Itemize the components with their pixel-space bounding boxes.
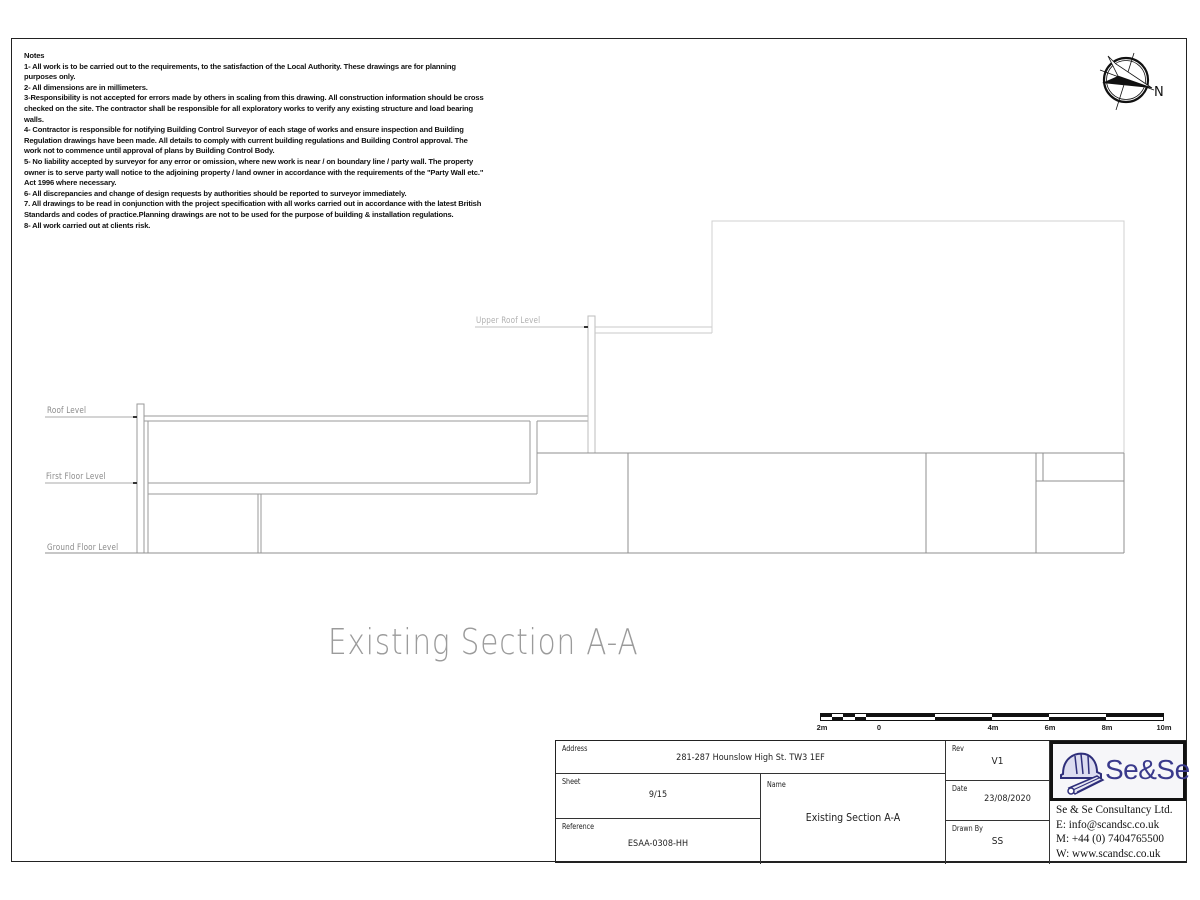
compass-north-label: N	[1154, 85, 1164, 100]
note-line: Act 1996 where necessary.	[24, 178, 117, 188]
address-value: 281-287 Hounslow High St. TW3 1EF	[676, 753, 825, 763]
date-value: 23/08/2020	[984, 794, 1031, 804]
address-cell: Address 281-287 Hounslow High St. TW3 1E…	[556, 741, 946, 774]
note-line: owner is to serve party wall notice to t…	[24, 167, 484, 177]
notes-heading: Notes	[24, 51, 45, 60]
sheet-border	[11, 38, 1187, 862]
drawn-by-value: SS	[991, 836, 1004, 847]
note-line: 3-Responsibility is not accepted for err…	[24, 93, 484, 103]
name-label: Name	[767, 780, 786, 789]
sheet-label: Sheet	[562, 777, 581, 786]
sheet-cell: Sheet 9/15	[556, 774, 761, 819]
company-details: Se & Se Consultancy Ltd. E: info@scandsc…	[1056, 803, 1188, 861]
reference-value: ESAA-0308-HH	[627, 839, 689, 849]
note-line: 2- All dimensions are in millimeters.	[24, 82, 148, 92]
ground-floor-level-label: Ground Floor Level	[47, 543, 119, 553]
title-block: Address 281-287 Hounslow High St. TW3 1E…	[555, 740, 1190, 864]
scale-bar	[820, 713, 1164, 721]
sheet-value: 9/15	[648, 790, 668, 800]
hard-hat-blueprint-icon	[1060, 752, 1105, 795]
scale-label-6m: 6m	[1044, 723, 1056, 732]
scale-label-10m: 10m	[1156, 723, 1172, 732]
upper-roof-level-label: Upper Roof Level	[476, 316, 541, 326]
drawing-title: Existing Section A-A	[328, 622, 639, 663]
reference-cell: Reference ESAA-0308-HH	[556, 819, 761, 864]
rev-cell: Rev V1	[946, 741, 1050, 781]
name-value: Existing Section A-A	[805, 812, 901, 824]
drawn-by-label: Drawn By	[952, 824, 983, 833]
note-line: 5- No liability accepted by surveyor for…	[24, 156, 474, 166]
company-mobile: M: +44 (0) 7404765500	[1056, 833, 1164, 845]
section-drawing	[45, 220, 1125, 554]
rev-value: V1	[991, 756, 1004, 767]
first-floor-level-label: First Floor Level	[46, 472, 106, 482]
address-label: Address	[562, 744, 588, 753]
scale-label-8m: 8m	[1101, 723, 1113, 732]
note-line: 6- All discrepancies and change of desig…	[24, 188, 407, 198]
note-line: 7. All drawings to be read in conjunctio…	[24, 199, 482, 209]
note-line: purposes only.	[24, 72, 76, 82]
date-cell: Date 23/08/2020	[946, 781, 1050, 821]
note-line: 1- All work is to be carried out to the …	[24, 61, 456, 71]
reference-label: Reference	[562, 822, 595, 831]
notes-panel: Notes 1- All work is to be carried out t…	[24, 51, 494, 231]
note-line: 8- All work carried out at clients risk.	[24, 220, 151, 230]
name-cell: Name Existing Section A-A	[761, 774, 946, 864]
drawn-by-cell: Drawn By SS	[946, 821, 1050, 864]
note-line: work not to commence until approval of p…	[24, 146, 275, 156]
logo-text: Se&Se	[1105, 754, 1190, 785]
note-line: walls.	[24, 114, 44, 124]
scale-label-0: 0	[876, 723, 882, 732]
roof-level-label: Roof Level	[47, 406, 87, 416]
scale-label-4m: 4m	[987, 723, 999, 732]
north-arrow-icon: N	[1096, 48, 1166, 111]
company-website[interactable]: W: www.scandsc.co.uk	[1056, 847, 1161, 860]
note-line: checked on the site. The contractor shal…	[24, 103, 474, 113]
rev-label: Rev	[952, 744, 964, 753]
company-logo: Se&Se	[1050, 741, 1190, 801]
date-label: Date	[952, 784, 968, 793]
scale-label-neg2m: 2m	[816, 723, 828, 732]
note-line: Regulation drawings have been made. All …	[24, 135, 468, 145]
company-name: Se & Se Consultancy Ltd.	[1056, 804, 1173, 816]
note-line: 4- Contractor is responsible for notifyi…	[24, 125, 464, 135]
note-line: Standards and codes of practice.Planning…	[24, 209, 454, 219]
company-email[interactable]: E: info@scandsc.co.uk	[1056, 818, 1160, 831]
